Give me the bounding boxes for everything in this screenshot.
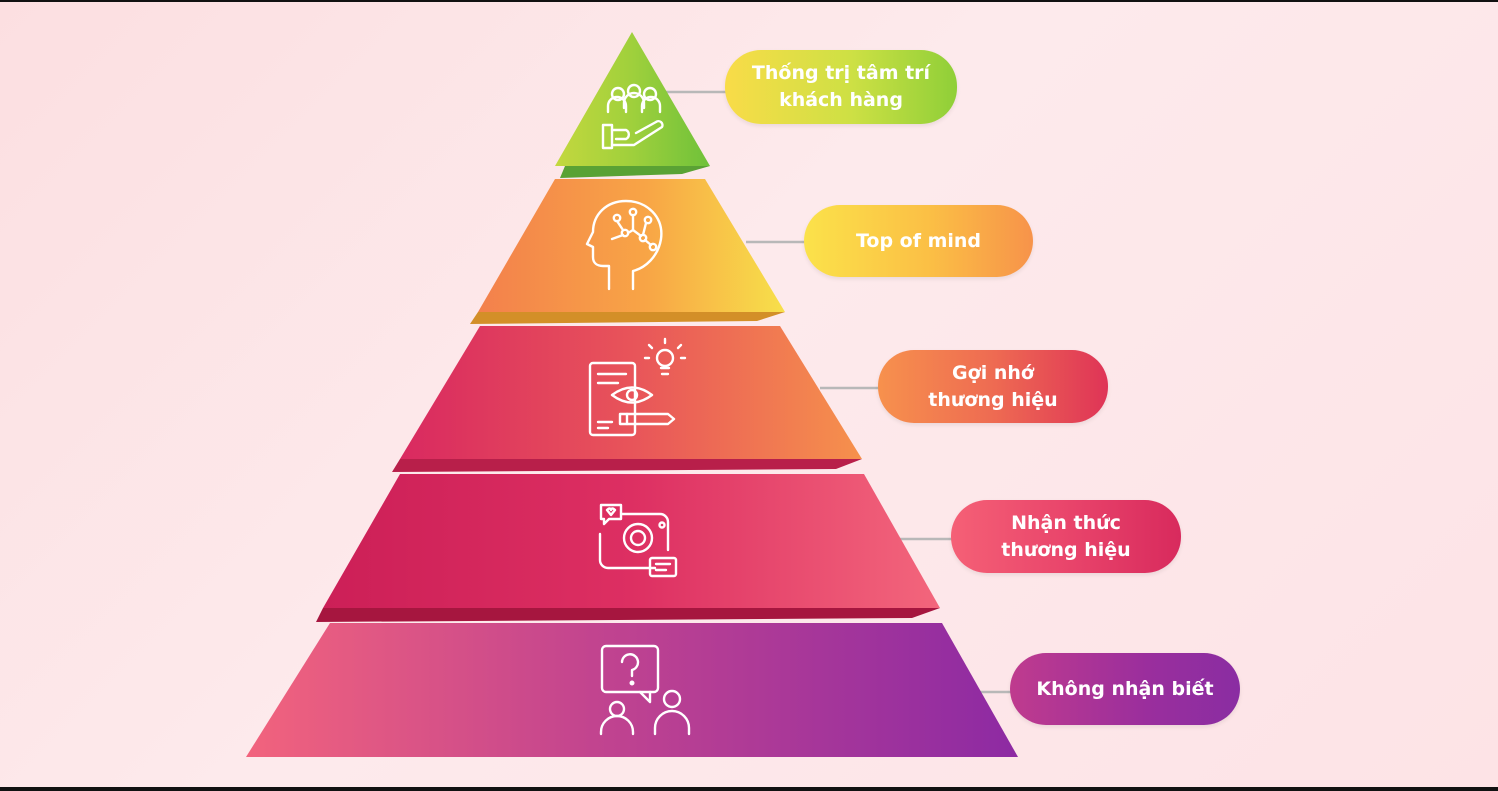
label-line: Nhận thức — [1011, 511, 1121, 534]
label-line: Top of mind — [855, 229, 982, 252]
people-in-hand-icon — [601, 83, 664, 150]
tier-top — [555, 32, 710, 166]
label-line: Thống trị tâm trí — [751, 62, 931, 84]
tier-third — [400, 326, 862, 459]
tier-second — [478, 179, 785, 312]
phone-eye-lightbulb-icon — [588, 337, 687, 437]
tier-base — [246, 623, 1018, 757]
tier-edge-shadow — [470, 312, 785, 324]
tier-edge-shadow — [316, 608, 940, 622]
label-top-of-mind: Top of mind — [804, 205, 1033, 277]
label-line: thương hiệu — [928, 388, 1058, 411]
label-line: thương hiệu — [1001, 538, 1131, 561]
label-brand-recall: Gợi nhớ thương hiệu — [878, 350, 1108, 423]
label-brand-awareness: Nhận thức thương hiệu — [951, 500, 1181, 573]
label-dominant-mind: Thống trị tâm trí khách hàng — [725, 50, 957, 124]
label-line: Gợi nhớ — [952, 361, 1034, 384]
question-people-icon — [599, 644, 691, 736]
label-line: Không nhận biết — [1036, 677, 1214, 700]
camera-chat-icon — [598, 503, 678, 578]
tier-edge-shadow — [392, 459, 862, 472]
label-line: khách hàng — [779, 89, 903, 111]
tier-edge-shadow — [560, 166, 710, 178]
label-unaware: Không nhận biết — [1010, 653, 1240, 725]
brain-head-icon — [585, 199, 663, 291]
